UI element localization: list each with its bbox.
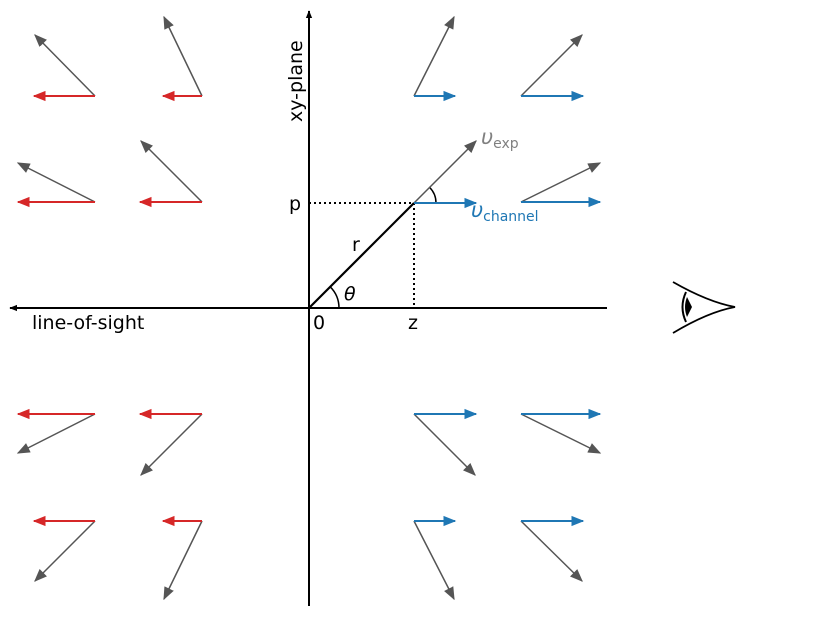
expansion-velocity-arrow bbox=[520, 520, 583, 582]
x-axis-label: line-of-sight bbox=[32, 312, 144, 334]
origin-label: 0 bbox=[313, 312, 325, 334]
v-exp-subscript: exp bbox=[493, 136, 519, 152]
expansion-velocity-arrow bbox=[140, 413, 203, 476]
z-label: z bbox=[408, 312, 418, 334]
y-axis-label: xy-plane bbox=[285, 40, 307, 122]
expansion-velocity-arrow bbox=[34, 34, 96, 97]
p-label: p bbox=[289, 193, 301, 215]
r-label: r bbox=[352, 234, 360, 256]
expansion-velocity-arrow bbox=[413, 15, 455, 97]
theta-arc bbox=[329, 286, 340, 309]
radius-line bbox=[308, 202, 415, 309]
expansion-velocity-arrow bbox=[520, 413, 602, 454]
v-channel-subscript: channel bbox=[483, 209, 538, 225]
eye-icon bbox=[672, 281, 736, 334]
expansion-velocity-arrow bbox=[140, 140, 203, 203]
expansion-velocity-arrow bbox=[34, 520, 96, 582]
expansion-velocity-arrow bbox=[413, 520, 455, 601]
v-exp-symbol: υ bbox=[481, 125, 493, 149]
velocity-angle-arc bbox=[429, 186, 437, 204]
expansion-velocity-arrow bbox=[16, 162, 96, 203]
theta-label: θ bbox=[344, 283, 356, 305]
v-exp-arrow bbox=[413, 140, 477, 204]
expansion-velocity-arrow bbox=[163, 15, 203, 97]
velocity-arrow-field bbox=[16, 15, 602, 601]
expansion-velocity-arrow bbox=[413, 413, 476, 476]
v-exp-label: υexp bbox=[481, 125, 519, 152]
v-channel-symbol: υ bbox=[471, 198, 483, 222]
expansion-velocity-arrow bbox=[520, 34, 583, 97]
expansion-velocity-arrow bbox=[163, 520, 203, 601]
expansion-velocity-arrow bbox=[520, 162, 602, 203]
expansion-velocity-arrow bbox=[16, 413, 96, 454]
v-channel-label: υchannel bbox=[471, 198, 539, 225]
